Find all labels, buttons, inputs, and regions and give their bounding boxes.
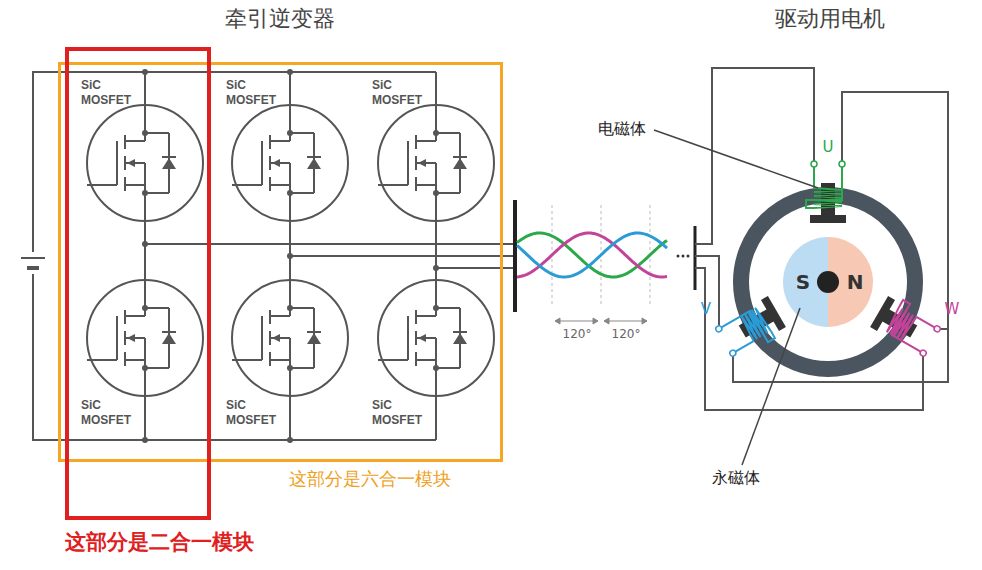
mosfet-circle: SiC MOSFET (226, 76, 354, 224)
device-label: SiC MOSFET (81, 78, 139, 108)
part-label: 永磁体 (712, 468, 760, 487)
wire-connector (289, 220, 291, 280)
mosfet-circle: SiC MOSFET (81, 76, 209, 224)
part-label: 电磁体 (598, 119, 646, 138)
leader-lines (654, 130, 818, 465)
mosfet-circle: SiC MOSFET (372, 76, 500, 224)
angle-label: 120° (563, 327, 592, 341)
phase-label: W (945, 300, 960, 318)
angle-label: 120° (612, 327, 641, 341)
mosfet-circle: SiC MOSFET (226, 278, 354, 426)
wire-connector (435, 220, 437, 280)
device-label: SiC MOSFET (226, 398, 284, 428)
module-label: 这部分是六合一模块 (289, 467, 451, 491)
module-box: 这部分是二合一模块SiC MOSFETSiC MOSFET (65, 47, 211, 520)
motor (714, 161, 944, 369)
device-label: SiC MOSFET (372, 398, 430, 428)
mosfet-circle: SiC MOSFET (81, 278, 209, 426)
device-label: SiC MOSFET (372, 78, 430, 108)
inverter-wiring (33, 72, 515, 440)
module-label: 这部分是二合一模块 (65, 528, 254, 556)
mosfet-circle: SiC MOSFET (372, 278, 500, 426)
device-label: SiC MOSFET (81, 398, 139, 428)
motor-wiring (695, 68, 948, 410)
device-label: SiC MOSFET (226, 78, 284, 108)
wire-connector (144, 220, 146, 280)
title-label: 牵引逆变器 (225, 6, 335, 32)
phase-label: U (823, 138, 834, 156)
battery-symbol (21, 258, 45, 268)
waveform (515, 200, 695, 324)
pole-label: S (796, 270, 810, 294)
pole-label: N (847, 270, 864, 294)
title-label: 驱动用电机 (775, 6, 885, 32)
phase-label: V (701, 300, 711, 318)
